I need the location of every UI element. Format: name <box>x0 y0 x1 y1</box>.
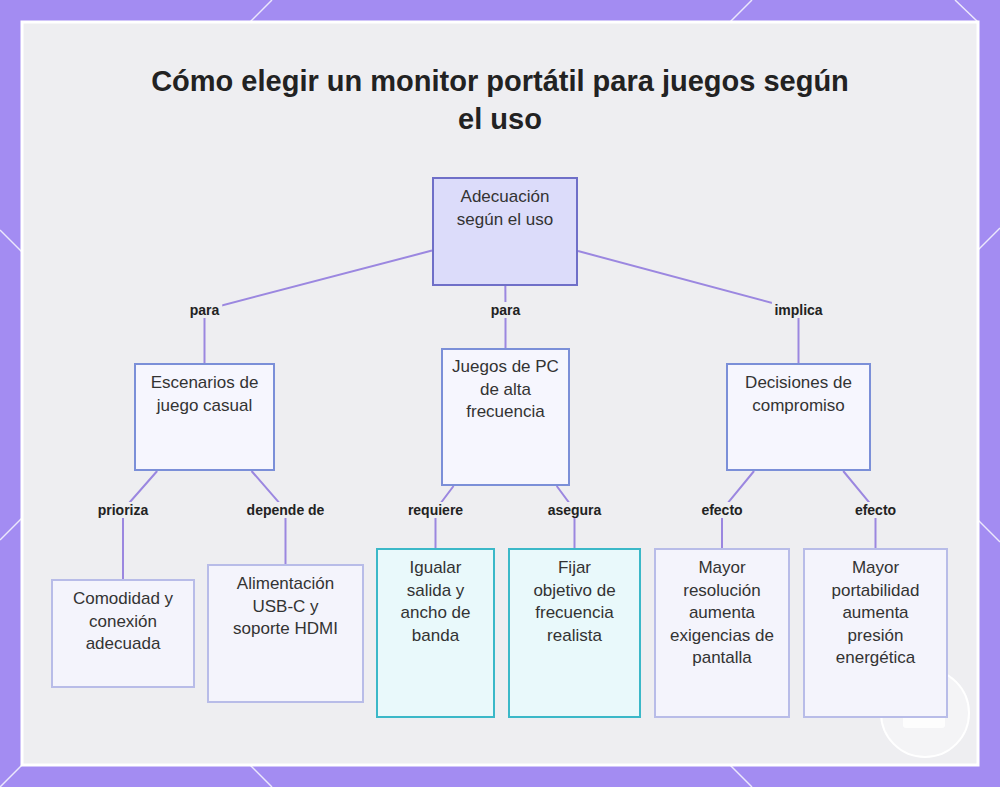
detail-box: Mayor resolución aumenta exigencias de p… <box>654 548 790 718</box>
node-label: Escenarios de juego casual <box>146 372 263 417</box>
edge-label: depende de <box>244 502 328 518</box>
detail-box: Comodidad y conexión adecuada <box>51 579 195 688</box>
detail-box: Igualar salida y ancho de banda <box>376 548 495 718</box>
node-label: Juegos de PC de alta frecuencia <box>451 356 560 424</box>
edge-label: prioriza <box>95 502 152 518</box>
edge-label: implica <box>771 302 825 318</box>
node-label: Mayor portabilidad aumenta presión energ… <box>815 557 936 670</box>
diagram-title: Cómo elegir un monitor portátil para jue… <box>150 62 850 138</box>
edge-label: requiere <box>405 502 466 518</box>
connector-line <box>578 251 799 363</box>
category-box: Decisiones de compromiso <box>726 363 871 471</box>
detail-box: Fijar objetivo de frecuencia realista <box>508 548 641 718</box>
node-label: Igualar salida y ancho de banda <box>386 557 485 647</box>
node-label: Decisiones de compromiso <box>738 372 859 417</box>
node-label: Comodidad y conexión adecuada <box>61 588 185 656</box>
edge-label: para <box>488 302 524 318</box>
edge-label: para <box>187 302 223 318</box>
category-box: Escenarios de juego casual <box>134 363 275 471</box>
connector-line <box>205 251 433 363</box>
node-label: Fijar objetivo de frecuencia realista <box>532 557 617 647</box>
edge-label: asegura <box>545 502 605 518</box>
panel <box>22 22 978 765</box>
node-label: Mayor resolución aumenta exigencias de p… <box>668 557 776 670</box>
category-box: Juegos de PC de alta frecuencia <box>441 348 570 486</box>
root-box: Adecuación según el uso <box>432 177 578 286</box>
edge-label: efecto <box>852 502 899 518</box>
node-label: Alimentación USB-C y soporte HDMI <box>223 573 348 641</box>
node-label: Adecuación según el uso <box>452 186 558 231</box>
detail-box: Mayor portabilidad aumenta presión energ… <box>803 548 948 718</box>
edge-label: efecto <box>698 502 745 518</box>
detail-box: Alimentación USB-C y soporte HDMI <box>207 564 364 703</box>
connector-line <box>123 471 157 579</box>
